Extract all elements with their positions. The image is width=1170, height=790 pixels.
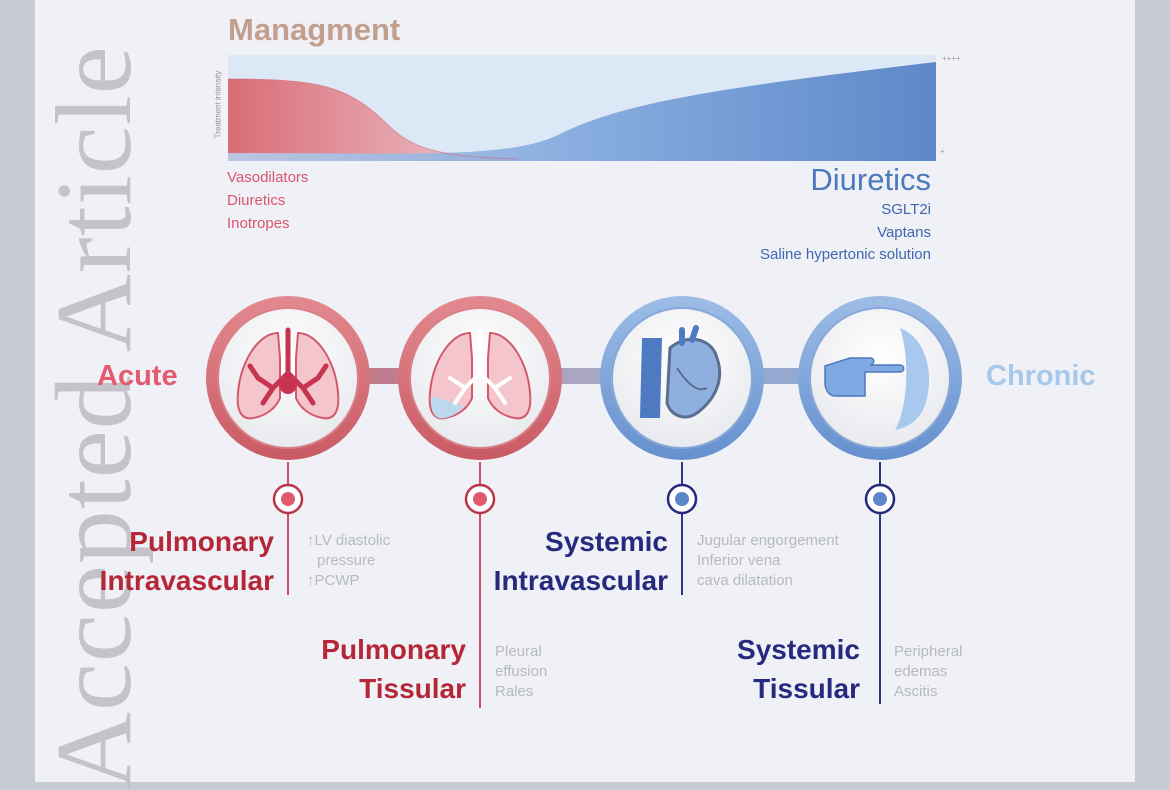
chronic-intensity-area [228, 62, 936, 161]
pointing-hand-icon [824, 328, 930, 430]
chronic-label: Chronic [986, 360, 1096, 392]
chronic-treatment-sglt2i: SGLT2i [881, 201, 931, 218]
systemic-intravascular-signs: Jugular engorgement Inferior vena cava d… [697, 531, 839, 591]
sign-rales: Rales [495, 683, 534, 700]
heart-vessels-icon [640, 325, 722, 419]
pulmonary-intravascular-signs: ↑LV diastolic pressure ↑PCWP [307, 531, 390, 591]
acute-treatment-vasodilators: Vasodilators [227, 169, 309, 186]
sign-jugular-engorgement: Jugular engorgement [697, 532, 839, 549]
treatment-intensity-chart [228, 55, 936, 161]
sign-effusion: effusion [495, 663, 548, 680]
pulmonary-tissular-signs: Pleural effusion Rales [495, 642, 547, 702]
sign-cava-dilatation: cava dilatation [697, 572, 793, 589]
sign-pleural: Pleural [495, 643, 542, 660]
pulmonary-intravascular-line1: Pulmonary [129, 526, 274, 557]
pulmonary-tissular-label: Pulmonary Tissular [321, 630, 466, 708]
lungs-effusion-icon [428, 328, 532, 420]
chronic-treatment-saline: Saline hypertonic solution [760, 246, 931, 263]
acute-treatment-inotropes: Inotropes [227, 215, 290, 232]
sign-lv-diastolic: ↑LV diastolic [307, 532, 391, 549]
systemic-tissular-circle [798, 296, 962, 460]
pulmonary-tissular-circle [398, 296, 562, 460]
pulmonary-intravascular-marker [272, 483, 304, 515]
management-title: Managment [228, 12, 401, 47]
systemic-intravascular-marker [666, 483, 698, 515]
acute-label: Acute [97, 360, 178, 392]
systemic-tissular-marker [864, 483, 896, 515]
treatment-intensity-axis-label: Treatment intensity [213, 70, 223, 139]
sign-edemas: edemas [894, 663, 948, 680]
scale-max-label: ++++ [942, 54, 961, 63]
pulmonary-tissular-marker [464, 483, 496, 515]
systemic-tissular-label: Systemic Tissular [737, 630, 860, 708]
scale-min-label: + [940, 147, 945, 156]
systemic-tissular-signs: Peripheral edemas Ascitis [894, 642, 962, 702]
pulmonary-intravascular-line2: Intravascular [99, 565, 274, 596]
pulmonary-tissular-line1: Pulmonary [321, 634, 466, 665]
sign-ascitis: Ascitis [894, 683, 938, 700]
lungs-icon [236, 327, 340, 420]
systemic-tissular-line2: Tissular [753, 673, 860, 704]
pulmonary-intravascular-label: Pulmonary Intravascular [100, 522, 274, 600]
sign-peripheral: Peripheral [894, 643, 963, 660]
systemic-intravascular-label: Systemic Intravascular [494, 522, 668, 600]
systemic-intravascular-line2: Intravascular [493, 565, 668, 596]
sign-inferior-vena: Inferior vena [697, 552, 781, 569]
systemic-intravascular-line1: Systemic [545, 526, 668, 557]
congestion-spectrum-diagram [206, 296, 962, 708]
chronic-treatment-heading: Diuretics [810, 162, 931, 197]
acute-intensity-area [228, 79, 518, 161]
pulmonary-tissular-line2: Tissular [359, 673, 466, 704]
sign-pcwp: ↑PCWP [307, 572, 360, 589]
spectrum-connector [290, 368, 880, 384]
systemic-tissular-line1: Systemic [737, 634, 860, 665]
acute-treatment-diuretics: Diuretics [227, 192, 286, 209]
sign-pressure: pressure [317, 552, 376, 569]
chronic-treatment-vaptans: Vaptans [877, 224, 931, 241]
